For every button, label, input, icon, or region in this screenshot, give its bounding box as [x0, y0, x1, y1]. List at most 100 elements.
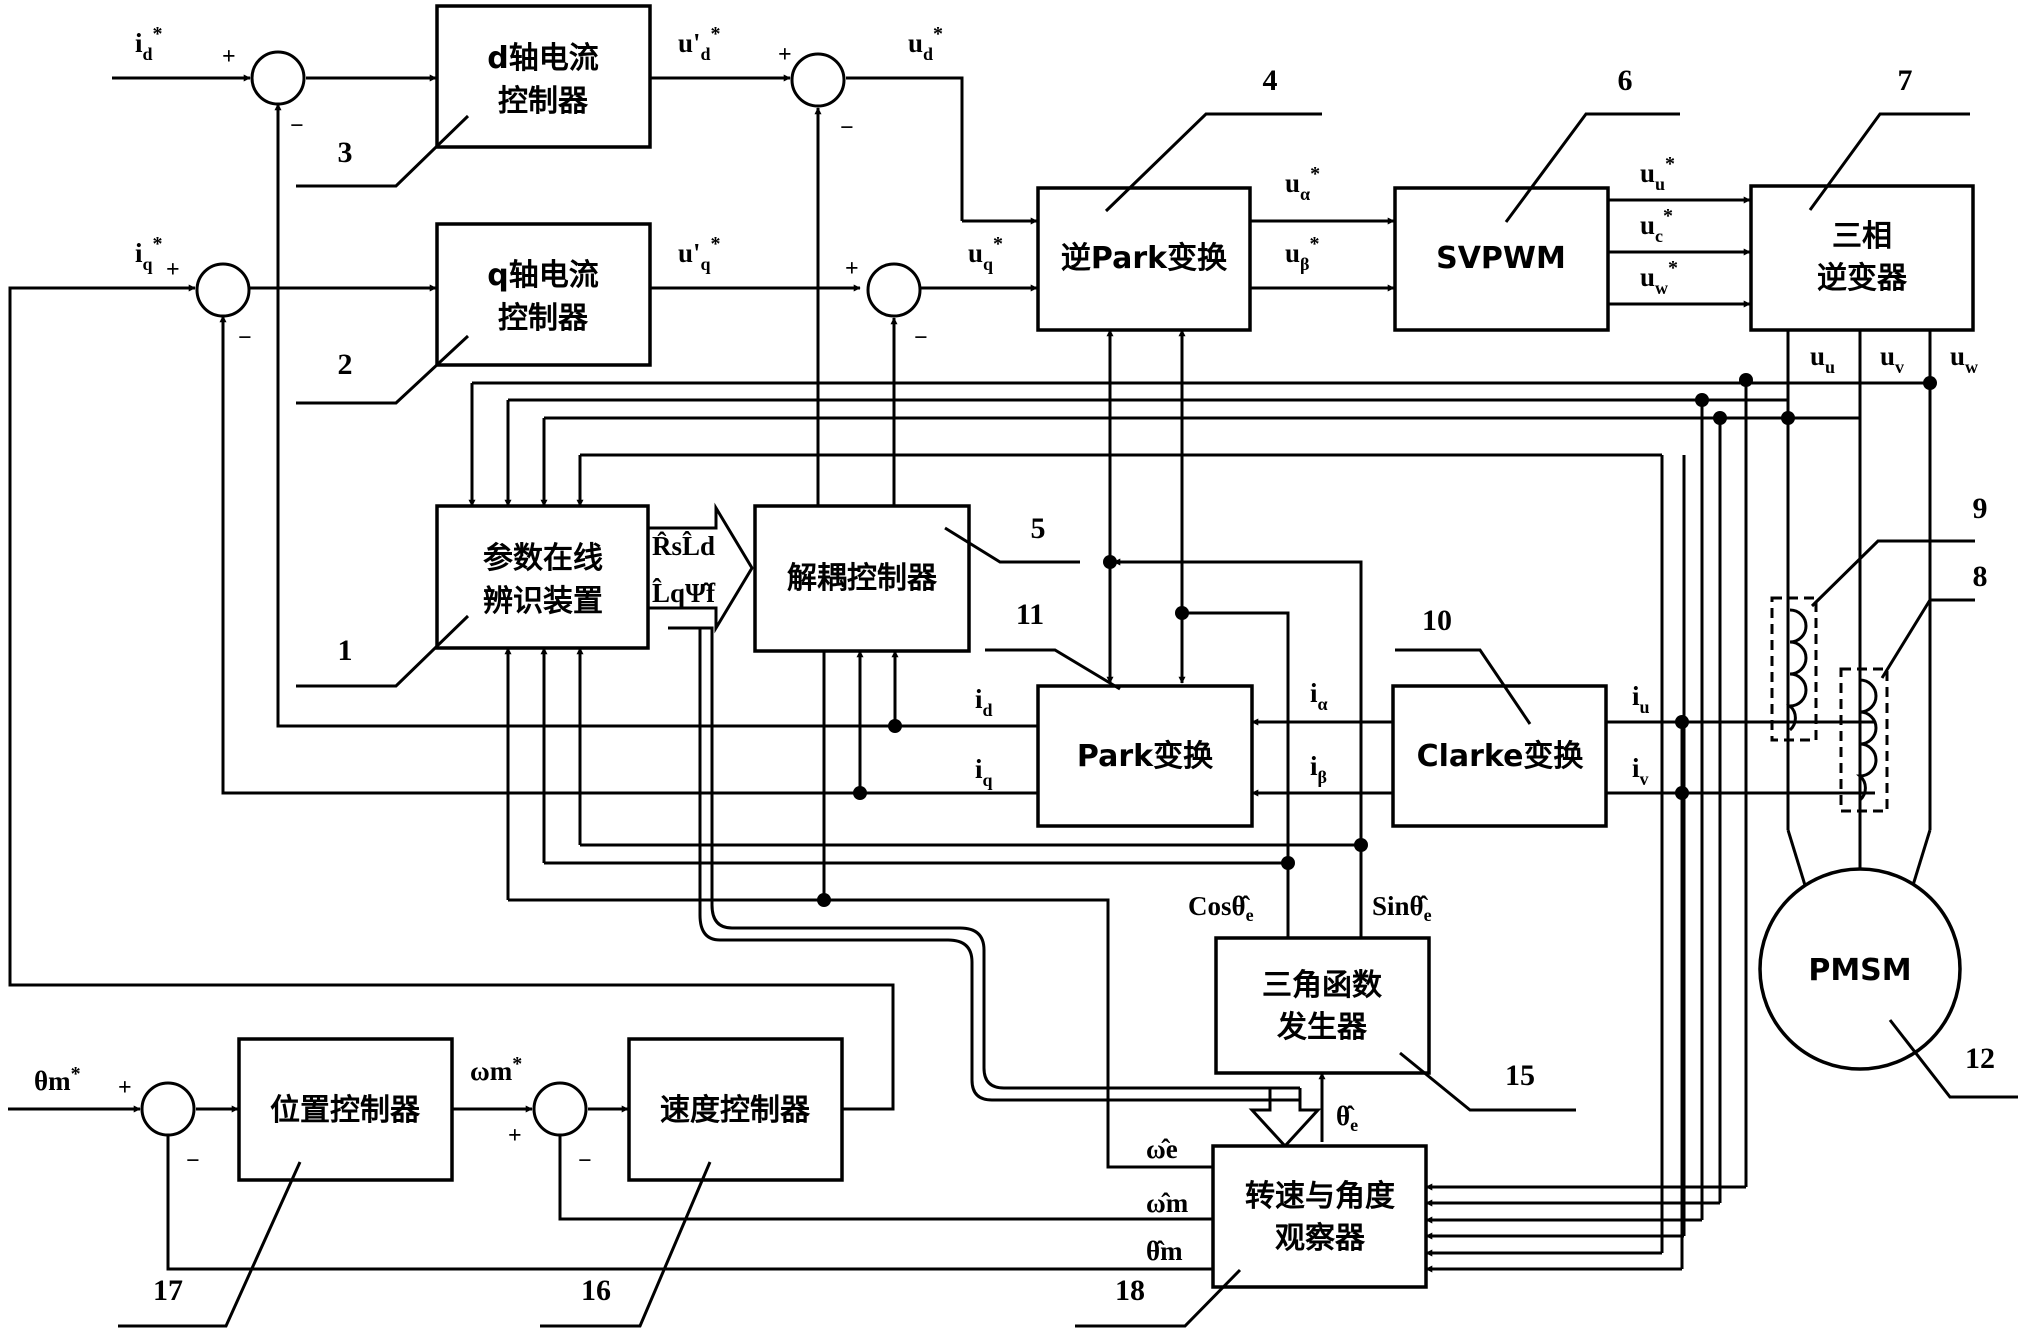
sign-plus: + [778, 42, 792, 68]
sign-minus: − [238, 325, 252, 351]
ref-number-10: 10 [1422, 604, 1452, 637]
ref-number-15: 15 [1505, 1059, 1535, 1092]
ref-number-6: 6 [1618, 64, 1633, 97]
decoupling-controller-label: 解耦控制器 [787, 561, 938, 596]
summer-signs: + − + − + − + − + − + − [118, 42, 928, 1174]
speed-controller-label: 速度控制器 [660, 1093, 811, 1128]
sign-plus: + [166, 257, 180, 283]
trig-generator-label-1: 三角函数 [1262, 968, 1383, 1003]
position-controller-label: 位置控制器 [270, 1093, 421, 1128]
sign-minus: − [290, 113, 304, 139]
label-ubeta: uβ* [1285, 233, 1320, 274]
coil-8-icon [1856, 678, 1878, 802]
sign-minus: − [914, 325, 928, 351]
label-theta-e-hat: θ̂e [1336, 1101, 1358, 1135]
label-uq: uq* [968, 233, 1003, 274]
inverse-park-label: 逆Park变换 [1061, 241, 1228, 276]
label-params-line-2: L̂qΨ̂f [652, 578, 716, 608]
label-theta-m-hat: θ̂m [1146, 1236, 1183, 1266]
label-iv: iv [1632, 753, 1649, 789]
label-theta-m-ref: θm* [34, 1063, 81, 1096]
summing-junctions [140, 50, 922, 1137]
decoupling-controller-block [753, 504, 971, 653]
label-uu: uu [1810, 341, 1835, 377]
summer-iq [195, 262, 251, 318]
label-params-line-1: R̂sL̂d [652, 531, 715, 561]
inverter-block [1749, 184, 1975, 332]
label-ibeta: iβ [1310, 751, 1327, 787]
svpwm-block [1393, 186, 1610, 332]
summer-speed [532, 1081, 588, 1137]
ref-number-4: 4 [1263, 64, 1278, 97]
sign-minus: − [186, 1148, 200, 1174]
signal-labels: id* iq* u'd* u'q* ud* uq* uα* uβ* uu* uc… [34, 23, 1978, 1266]
label-ud: ud* [908, 23, 943, 64]
label-iq: iq [975, 754, 993, 790]
summer-position [140, 1081, 196, 1137]
speed-angle-observer-block [1211, 1144, 1428, 1289]
summer-id [250, 50, 306, 106]
ref-number-3: 3 [338, 136, 353, 169]
coil-9-icon [1786, 608, 1808, 732]
label-uw-ref: uw* [1640, 257, 1678, 298]
label-uv: uv [1880, 341, 1904, 377]
label-cos-theta-e: Cosθ̂e [1188, 891, 1254, 925]
speed-angle-observer-label-1: 转速与角度 [1245, 1179, 1395, 1214]
ref-number-1: 1 [338, 634, 353, 667]
ref-number-5: 5 [1031, 512, 1046, 545]
clarke-block [1391, 684, 1608, 828]
ref-number-7: 7 [1898, 64, 1913, 97]
q-current-controller-label-2: 控制器 [498, 301, 589, 336]
label-ualpha: uα* [1285, 163, 1320, 204]
label-ud-prime: u'd* [678, 23, 721, 64]
blocks: d轴电流 控制器 q轴电流 控制器 逆Park变换 SVPWM 三相 逆变器 参… [237, 4, 1975, 1289]
label-id-ref: id* [135, 23, 163, 64]
trig-generator-label-2: 发生器 [1276, 1010, 1368, 1045]
label-uq-prime: u'q* [678, 233, 721, 274]
sign-plus: + [845, 256, 859, 282]
wires [8, 74, 1932, 1273]
label-uc-ref: uc* [1640, 205, 1673, 246]
park-label: Park变换 [1077, 739, 1214, 774]
label-iu: iu [1632, 681, 1650, 717]
sign-minus: − [578, 1148, 592, 1174]
pmsm-label: PMSM [1808, 953, 1911, 988]
current-sensor-8 [1839, 667, 1889, 813]
park-block [1036, 684, 1254, 828]
svpwm-label: SVPWM [1436, 241, 1566, 276]
label-omega-m-hat: ω̂m [1146, 1188, 1189, 1218]
label-omega-m-ref: ωm* [470, 1053, 522, 1086]
d-current-controller-block [435, 4, 652, 149]
summer-uq [866, 262, 922, 318]
q-current-controller-block [435, 222, 652, 367]
sign-plus: + [118, 1075, 132, 1101]
ref-number-8: 8 [1973, 560, 1988, 593]
speed-controller-block [627, 1037, 844, 1182]
position-controller-block [237, 1037, 454, 1182]
parameter-identification-label-1: 参数在线 [483, 541, 603, 576]
label-iq-ref: iq* [135, 233, 163, 274]
label-sin-theta-e: Sinθ̂e [1372, 891, 1432, 925]
label-uw: uw [1950, 341, 1978, 377]
ref-number-9: 9 [1973, 492, 1988, 525]
d-current-controller-label-1: d轴电流 [487, 41, 598, 76]
ref-number-11: 11 [1016, 598, 1044, 631]
inverter-label-1: 三相 [1832, 219, 1892, 254]
sign-minus: − [840, 115, 854, 141]
inverse-park-block [1036, 186, 1252, 332]
reference-numbers: 3 2 1 4 6 7 5 11 10 9 8 12 15 16 17 18 [118, 64, 2018, 1328]
label-uu-ref: uu* [1640, 153, 1675, 194]
ref-number-12: 12 [1965, 1042, 1995, 1075]
pmsm-motor [1758, 867, 1962, 1071]
current-sensor-9 [1770, 596, 1818, 742]
ref-number-2: 2 [338, 348, 353, 381]
ref-number-18: 18 [1115, 1274, 1145, 1307]
label-id: id [975, 684, 993, 720]
sign-plus: + [508, 1123, 522, 1149]
label-omega-e-hat: ω̂e [1146, 1134, 1178, 1164]
trig-generator-block [1214, 936, 1431, 1075]
ref-number-17: 17 [153, 1274, 183, 1307]
junction-dots [817, 373, 1937, 907]
inverter-label-2: 逆变器 [1817, 261, 1908, 296]
